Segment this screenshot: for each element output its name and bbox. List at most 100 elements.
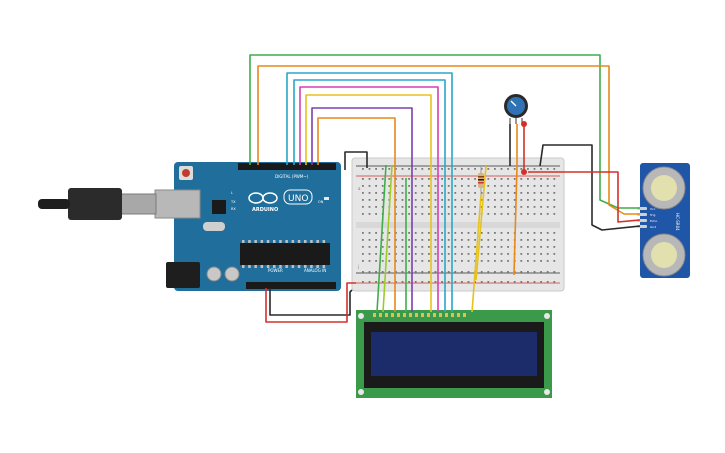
- chip-pin: [291, 265, 295, 268]
- on-led: [324, 197, 329, 200]
- wire-orange-lcd: [317, 117, 396, 312]
- terminal-hole: [553, 246, 556, 248]
- rail-hole: [447, 168, 450, 170]
- terminal-hole: [414, 185, 417, 187]
- lcd-pin: [415, 313, 418, 317]
- terminal-hole: [408, 213, 410, 215]
- rail-hole: [494, 168, 496, 170]
- rail-hole: [434, 178, 437, 180]
- terminal-hole: [461, 246, 463, 248]
- terminal-hole: [494, 253, 496, 255]
- breadboard[interactable]: a j: [351, 157, 565, 292]
- terminal-hole: [447, 260, 450, 262]
- rail-hole: [527, 168, 529, 170]
- terminal-hole: [507, 246, 509, 248]
- rail-hole: [428, 178, 430, 180]
- terminal-hole: [513, 185, 516, 187]
- potentiometer[interactable]: [504, 94, 528, 124]
- rail-hole: [381, 281, 384, 283]
- arduino-uno-board[interactable]: ARDUINO UNO DIGITAL (PWM~) POWER ANALOG …: [154, 162, 341, 291]
- terminal-hole: [388, 239, 391, 241]
- rail-hole: [381, 178, 384, 180]
- terminal-hole: [454, 213, 457, 215]
- terminal-hole: [507, 206, 509, 208]
- terminal-hole: [467, 206, 470, 208]
- sensor-pin-echo: Echo: [650, 219, 657, 223]
- lcd-pin: [391, 313, 394, 317]
- rail-hole: [533, 178, 536, 180]
- l-led-label: L: [231, 191, 233, 195]
- rail-hole: [421, 271, 424, 273]
- hc-sr04-sensor[interactable]: Vcc Trig Echo Gnd HC-SR04: [637, 163, 690, 278]
- terminal-hole: [428, 239, 430, 241]
- rail-hole: [454, 168, 457, 170]
- lcd-pin: [385, 313, 388, 317]
- terminal-hole: [421, 253, 424, 255]
- terminal-hole: [533, 185, 536, 187]
- resistor[interactable]: [478, 166, 484, 195]
- rail-hole: [520, 178, 523, 180]
- terminal-hole: [494, 199, 496, 201]
- chip-pin: [285, 240, 288, 243]
- lcd-pin: [433, 313, 436, 317]
- terminal-hole: [533, 213, 536, 215]
- rail-hole: [362, 271, 364, 273]
- rail-hole: [553, 281, 556, 283]
- rail-hole: [507, 271, 509, 273]
- terminal-hole: [381, 260, 384, 262]
- terminal-hole: [362, 199, 364, 201]
- terminal-hole: [414, 246, 417, 248]
- terminal-hole: [388, 253, 391, 255]
- rail-hole: [467, 178, 470, 180]
- wire-black-gnd-power: [269, 288, 353, 316]
- rail-hole: [461, 281, 463, 283]
- chip-pin: [266, 240, 270, 243]
- terminal-hole: [401, 253, 404, 255]
- rail-hole: [527, 271, 529, 273]
- terminal-hole: [441, 232, 443, 234]
- terminal-hole: [401, 260, 404, 262]
- terminal-hole: [395, 260, 397, 262]
- terminal-hole: [454, 239, 457, 241]
- terminal-hole: [527, 192, 529, 194]
- rail-hole: [553, 271, 556, 273]
- terminal-hole: [441, 192, 443, 194]
- terminal-hole: [368, 206, 371, 208]
- row-label-a: a: [358, 186, 361, 191]
- breadboard-red-junction: [521, 169, 527, 175]
- digital-header-label: DIGITAL (PWM~): [275, 174, 309, 179]
- rail-hole: [546, 281, 549, 283]
- terminal-hole: [467, 246, 470, 248]
- terminal-hole: [428, 232, 430, 234]
- rail-hole: [494, 178, 496, 180]
- terminal-hole: [428, 213, 430, 215]
- rail-hole: [408, 281, 410, 283]
- lcd-mount-hole: [544, 313, 550, 319]
- chip-pin: [248, 265, 251, 268]
- chip-pin: [260, 265, 264, 268]
- terminal-hole: [408, 260, 410, 262]
- terminal-hole: [540, 260, 542, 262]
- terminal-hole: [494, 185, 496, 187]
- terminal-hole: [494, 232, 496, 234]
- terminal-hole: [428, 253, 430, 255]
- terminal-hole: [454, 232, 457, 234]
- wire-green-lcd: [376, 164, 387, 313]
- terminal-hole: [375, 206, 377, 208]
- terminal-hole: [540, 239, 542, 241]
- terminal-hole: [461, 206, 463, 208]
- terminal-hole: [507, 253, 509, 255]
- lcd-16x2[interactable]: [356, 310, 552, 398]
- rail-hole: [395, 178, 397, 180]
- terminal-hole: [474, 239, 476, 241]
- terminal-hole: [441, 206, 443, 208]
- terminal-hole: [368, 239, 371, 241]
- rail-hole: [500, 168, 503, 170]
- terminal-hole: [454, 253, 457, 255]
- terminal-hole: [507, 260, 509, 262]
- terminal-hole: [533, 253, 536, 255]
- lcd-pin: [439, 313, 442, 317]
- terminal-hole: [368, 253, 371, 255]
- rail-hole: [388, 271, 391, 273]
